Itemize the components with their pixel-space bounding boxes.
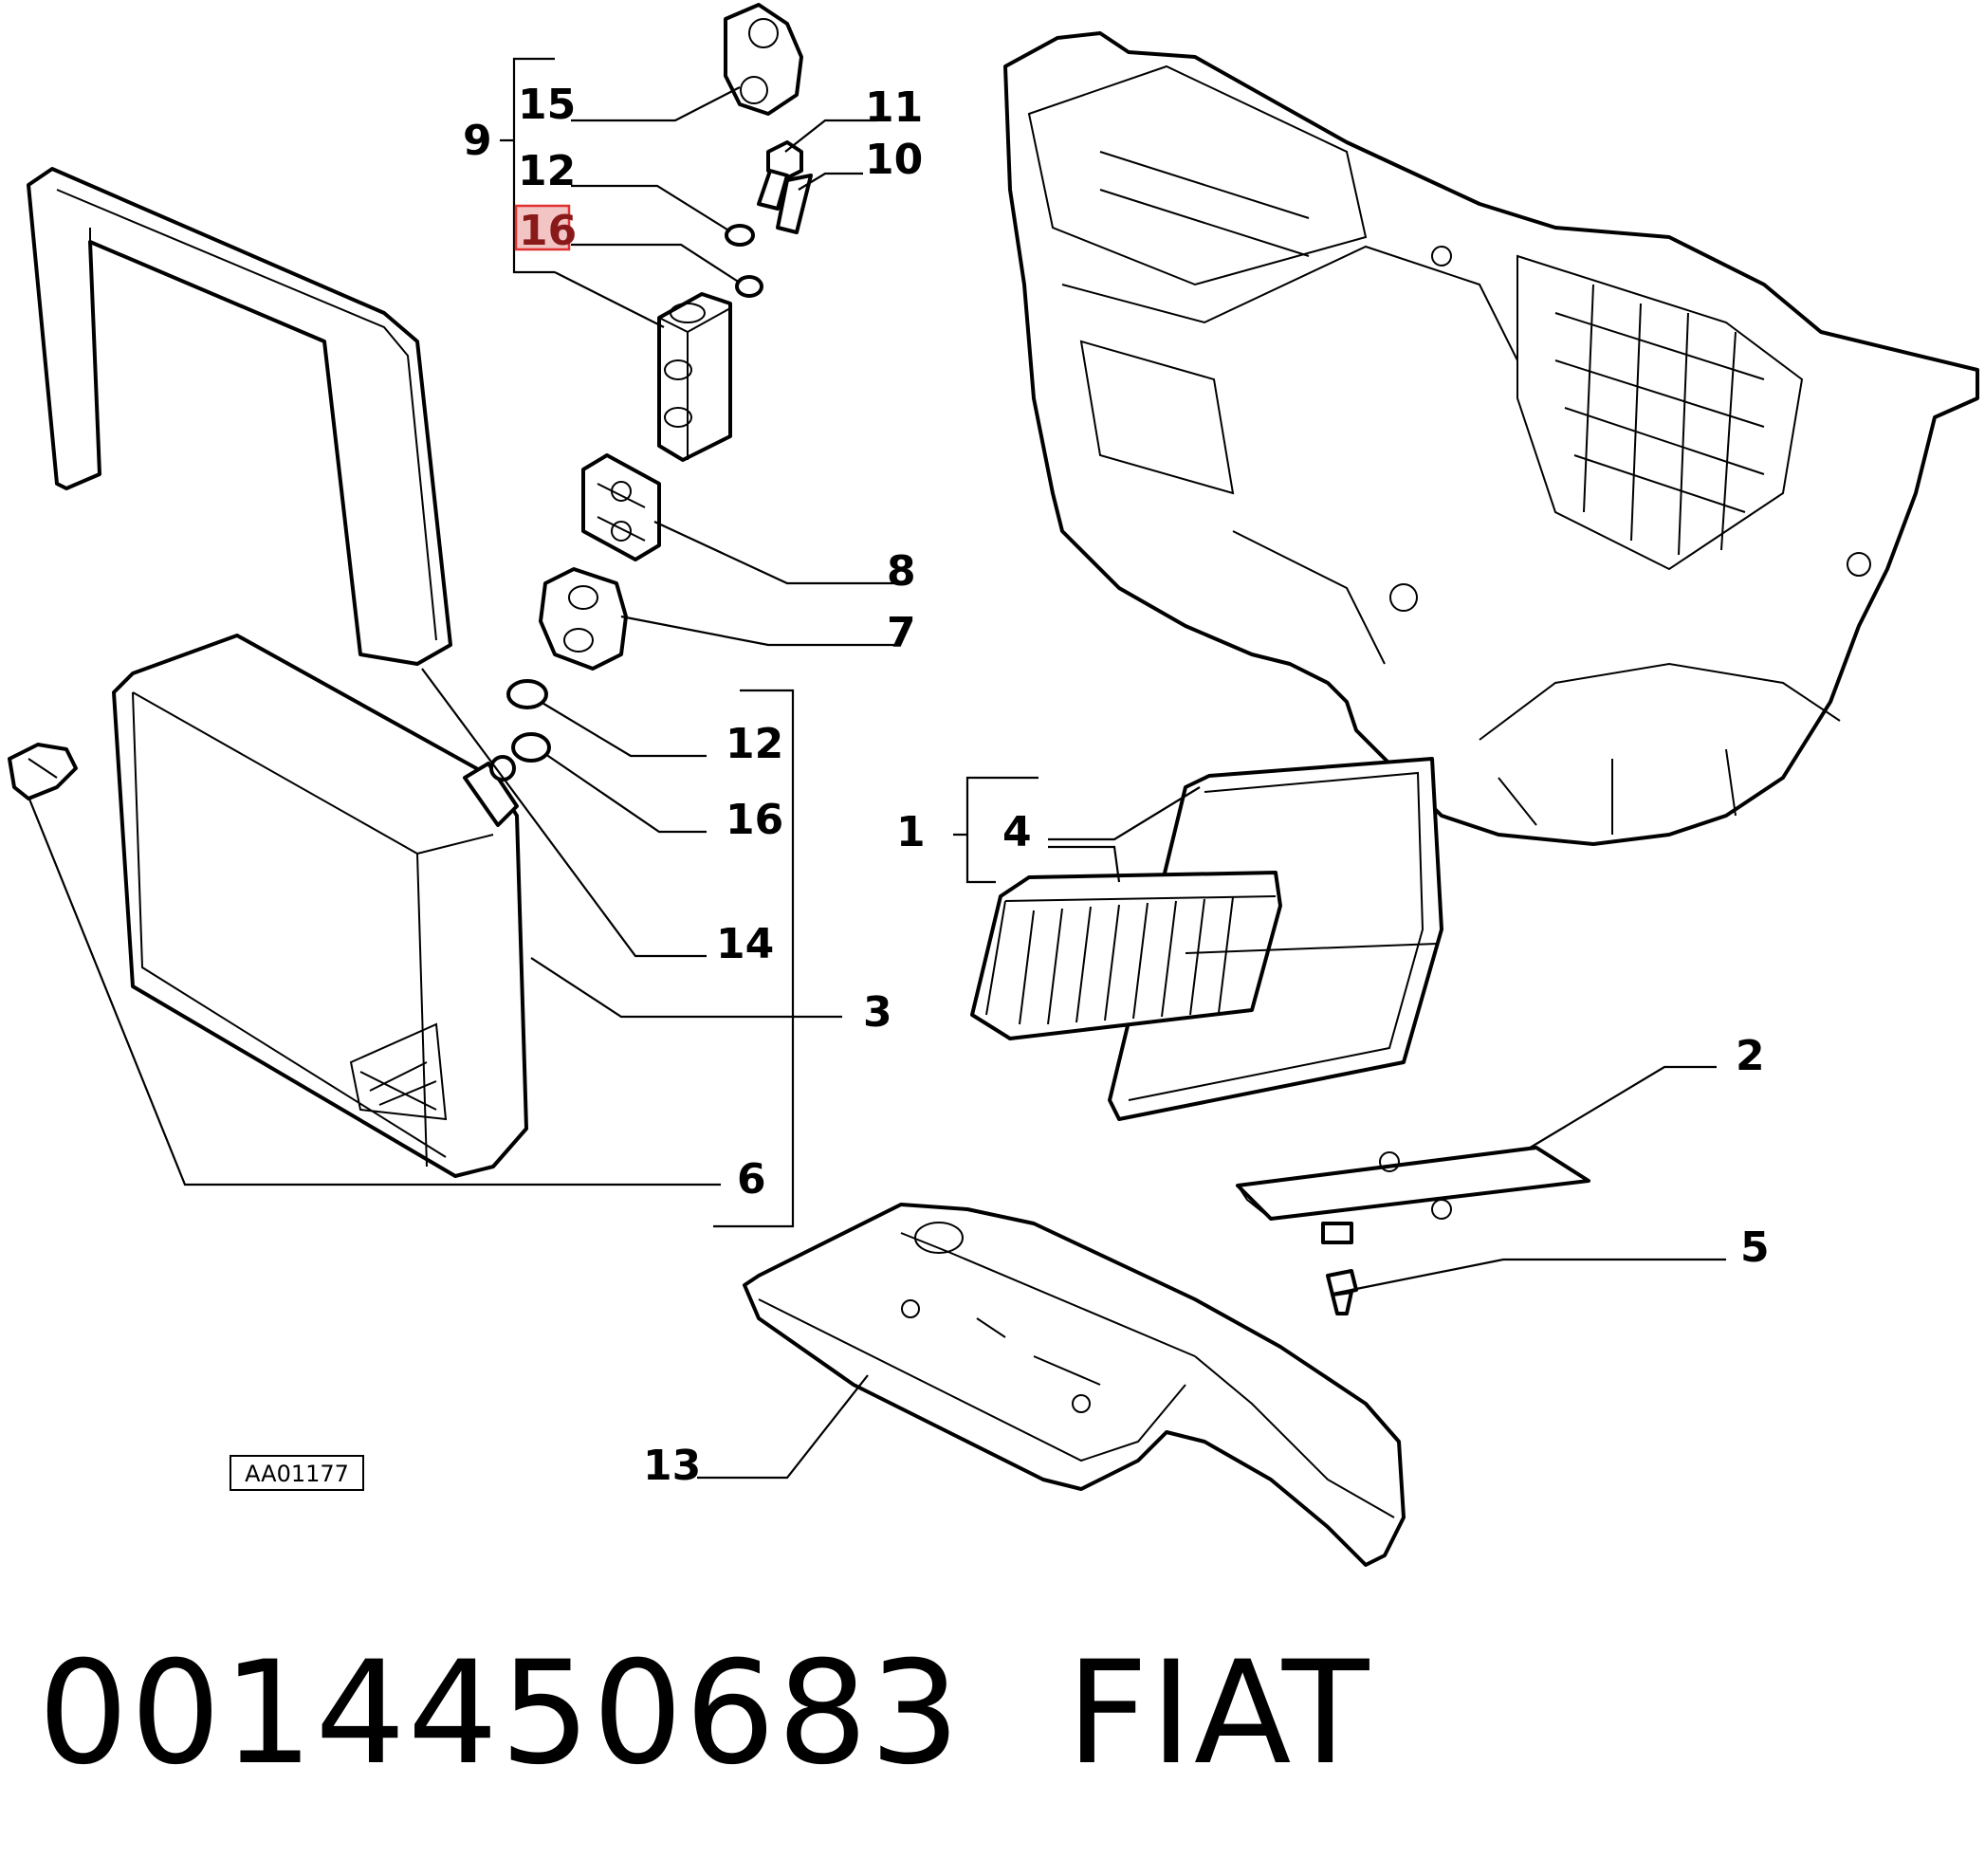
gasket-7 <box>539 567 628 671</box>
callout-16-bottom: 16 <box>726 796 783 844</box>
evaporator-3 <box>112 634 528 1178</box>
o-ring-16-top <box>735 275 763 298</box>
callout-2: 2 <box>1736 1032 1765 1080</box>
callout-10: 10 <box>865 136 923 184</box>
flap-2 <box>1236 1146 1590 1244</box>
reference-code: AA01177 <box>245 1461 349 1487</box>
leader-lines <box>27 86 1726 1480</box>
callout-5: 5 <box>1740 1223 1770 1272</box>
reference-code-box <box>230 1455 364 1491</box>
o-ring-12-top <box>725 224 755 247</box>
bracket-group-1 <box>953 776 1038 884</box>
callout-3: 3 <box>863 988 892 1037</box>
callout-9: 9 <box>463 117 492 165</box>
brand-name: FIAT <box>1066 1631 1371 1796</box>
callout-6: 6 <box>737 1155 766 1204</box>
callout-12-top: 12 <box>518 147 576 195</box>
callout-8: 8 <box>887 547 916 596</box>
callout-15: 15 <box>518 81 576 129</box>
screw-5 <box>1326 1269 1358 1315</box>
callout-1: 1 <box>896 808 926 856</box>
highlight-box-16 <box>514 204 571 251</box>
o-ring-12-bottom <box>506 679 548 709</box>
callout-12-bottom: 12 <box>726 720 783 768</box>
expansion-valve-block <box>657 292 732 462</box>
part-number: 0014450683 <box>38 1631 963 1796</box>
bolt-10 <box>776 174 813 234</box>
callout-16-top: 16 <box>519 207 577 255</box>
cover-13 <box>743 1203 1406 1567</box>
bracket-group-6 <box>713 689 795 1228</box>
callout-4: 4 <box>1002 808 1032 856</box>
plate-8 <box>581 453 661 561</box>
pollen-filter-4 <box>970 871 1438 1040</box>
filter-frame-1 <box>1108 757 1443 1121</box>
seal-frame-14 <box>27 167 452 666</box>
pipe-union-15 <box>724 3 803 116</box>
o-ring-16-bottom <box>511 732 551 763</box>
bolt-11 <box>757 140 803 211</box>
callout-13: 13 <box>643 1442 701 1490</box>
callout-7: 7 <box>887 609 916 657</box>
footer-caption: 0014450683 FIAT <box>38 1631 1370 1796</box>
clip-6 <box>8 743 78 800</box>
callout-14: 14 <box>716 920 774 968</box>
bracket-group-9 <box>500 57 555 274</box>
hvac-housing <box>1003 31 1979 846</box>
callout-11: 11 <box>865 83 923 132</box>
